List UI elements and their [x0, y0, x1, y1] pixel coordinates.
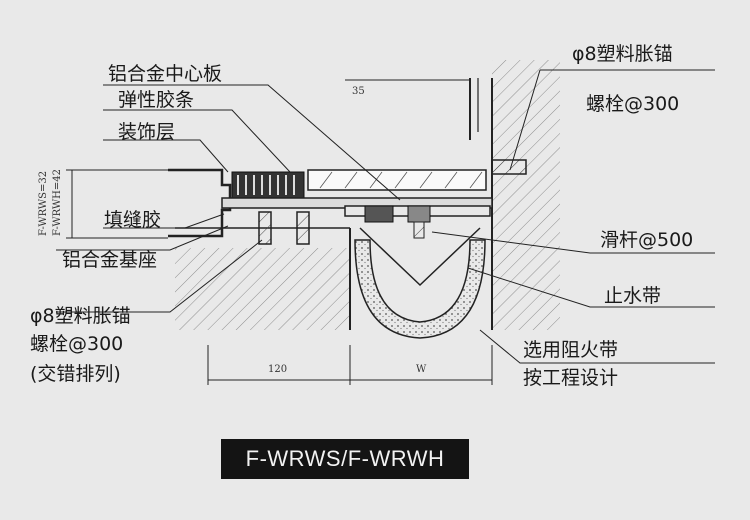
left-concrete-slab: [175, 248, 350, 330]
label-anchor-left-2: 螺栓@300: [30, 333, 123, 355]
label-elastic-strip: 弹性胶条: [118, 89, 194, 111]
label-slide-bar: 滑杆@500: [600, 229, 693, 251]
right-wall: [492, 60, 560, 330]
height-label-b: F-WRWH=42: [52, 169, 63, 236]
aluminum-base: [168, 168, 232, 238]
slide-bolt-head: [407, 205, 431, 223]
label-filler: 填缝胶: [104, 209, 161, 231]
label-decor-layer: 装饰层: [118, 121, 175, 143]
label-anchor-right-1: φ8塑料胀锚: [572, 43, 673, 65]
label-anchor-left-1: φ8塑料胀锚: [30, 305, 131, 327]
leader-lines: [56, 69, 715, 364]
decoration-layer: [307, 169, 487, 191]
caption-text: F-WRWS/F-WRWH: [245, 446, 445, 471]
height-label-a: F-WRWS=32: [38, 171, 49, 236]
decoration-layer-hatch: [319, 171, 483, 189]
width-label-left: 120: [268, 364, 287, 375]
fire-barrier-vee: [359, 227, 481, 287]
left-anchor-screws: [258, 211, 310, 245]
waterstop: [354, 239, 486, 339]
right-anchor-screw: [491, 159, 527, 175]
rubber-strip-ribs: [237, 175, 295, 195]
caption-box: F-WRWS/F-WRWH: [221, 439, 469, 479]
label-waterstop: 止水带: [604, 285, 661, 307]
label-anchor-left-3: (交错排列): [30, 363, 121, 385]
label-center-plate: 铝合金中心板: [108, 63, 222, 85]
label-fire-2: 按工程设计: [523, 367, 618, 389]
slide-bolt: [413, 221, 425, 239]
rubber-strip: [231, 171, 305, 199]
dimension-lines: [66, 79, 493, 385]
top-offset-label: 35: [352, 86, 365, 97]
label-fire-1: 选用阻火带: [523, 339, 618, 361]
label-base: 铝合金基座: [62, 249, 157, 271]
label-anchor-right-2: 螺栓@300: [586, 93, 679, 115]
width-label-joint: W: [416, 364, 427, 375]
slide-block: [364, 205, 394, 223]
